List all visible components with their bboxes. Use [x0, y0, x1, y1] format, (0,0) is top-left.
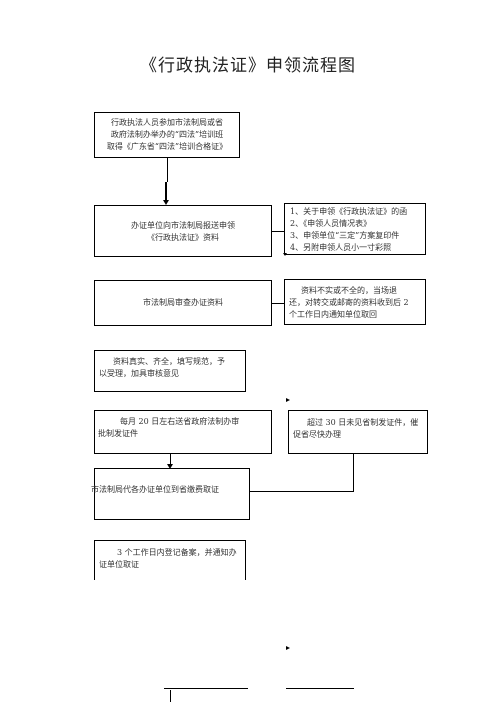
incomplete-line-2: 还，对转交或邮寄的资料收到后 2 — [289, 298, 409, 307]
step-submit-box: 办证单位向市法制局报送申领 《行政执法证》资料 — [94, 205, 272, 257]
materials-item-3: 3、申领单位“三定”方案复印件 — [290, 231, 400, 240]
step-training-line-2: 政府法制办举办的“四法”培训班 — [110, 130, 224, 139]
step-training-line-3: 取得《广东省“四法”培训合格证》 — [106, 142, 228, 151]
arrow-right-icon — [286, 646, 290, 650]
step-accept-box: 资料真实、齐全，填写规范，予 以受理，加具审核意见 — [94, 350, 246, 392]
step-collect-text: 市法制局代各办证单位到省缴费取证 — [91, 485, 219, 494]
step-training-line-1: 行政执法人员参加市法制局或省 — [111, 118, 223, 127]
step-submit-line-2: 《行政执法证》资料 — [147, 233, 219, 242]
step-monthly-line-1: 每月 20 日左右送省政府法制办审 — [120, 417, 240, 426]
page-title: 《行政执法证》申领流程图 — [140, 56, 356, 76]
connector-submit-materials — [272, 231, 284, 232]
step-review-box: 市法制局审查办证资料 — [94, 280, 272, 326]
step-collect-box: 市法制局代各办证单位到省缴费取证 — [91, 468, 250, 520]
arrow-down-icon — [283, 253, 287, 256]
step-review-text: 市法制局审查办证资料 — [143, 298, 223, 307]
arrow-down-icon — [167, 464, 173, 469]
connector-overdue-collect-h — [250, 491, 354, 492]
overdue-line-2: 促省尽快办理 — [293, 430, 341, 439]
step-register-line-2: 证单位取证 — [99, 560, 139, 569]
arrow-right-icon — [286, 398, 290, 402]
bottom-line-right — [286, 688, 354, 689]
incomplete-line-3: 个工作日内通知单位取回 — [289, 310, 377, 319]
step-submit-line-1: 办证单位向市法制局报送申领 — [131, 221, 235, 230]
materials-item-1: 1、关于申领《行政执法证》的函 — [290, 207, 408, 216]
step-monthly-box: 每月 20 日左右送省政府法制办审 批制发证件 — [94, 410, 272, 454]
materials-item-4: 4、另附申领人员小一寸彩照 — [290, 243, 392, 252]
step-accept-line-1: 资料真实、齐全，填写规范，予 — [113, 357, 225, 366]
bottom-line-vertical — [170, 690, 171, 702]
step-register-box: 3 个工作日内登记备案，并通知办 证单位取证 — [94, 540, 246, 580]
bottom-line-left — [164, 688, 248, 689]
materials-list-box: 1、关于申领《行政执法证》的函 2、《申领人员情况表》 3、申领单位“三定”方案… — [284, 203, 426, 255]
connector-review-incomplete — [272, 303, 284, 304]
incomplete-materials-box: 资料不实或不全的，当场退 还，对转交或邮寄的资料收到后 2 个工作日内通知单位取… — [284, 279, 426, 325]
connector-overdue-collect — [353, 454, 354, 492]
connector-training-submit — [167, 158, 168, 182]
step-register-line-1: 3 个工作日内登记备案，并通知办 — [117, 548, 237, 557]
arrow-down-icon — [163, 200, 169, 205]
connector-training-submit-bold — [165, 182, 167, 202]
step-training-box: 行政执法人员参加市法制局或省 政府法制办举办的“四法”培训班 取得《广东省“四法… — [94, 112, 240, 158]
step-accept-line-2: 以受理，加具审核意见 — [99, 369, 179, 378]
overdue-reminder-box: 超过 30 日未见省制发证件，催 促省尽快办理 — [288, 410, 428, 454]
overdue-line-1: 超过 30 日未见省制发证件，催 — [307, 418, 419, 427]
incomplete-line-1: 资料不实或不全的，当场退 — [301, 286, 397, 295]
step-monthly-line-2: 批制发证件 — [98, 429, 138, 438]
connector-monthly-collect — [170, 454, 171, 466]
materials-item-2: 2、《申领人员情况表》 — [290, 219, 372, 228]
